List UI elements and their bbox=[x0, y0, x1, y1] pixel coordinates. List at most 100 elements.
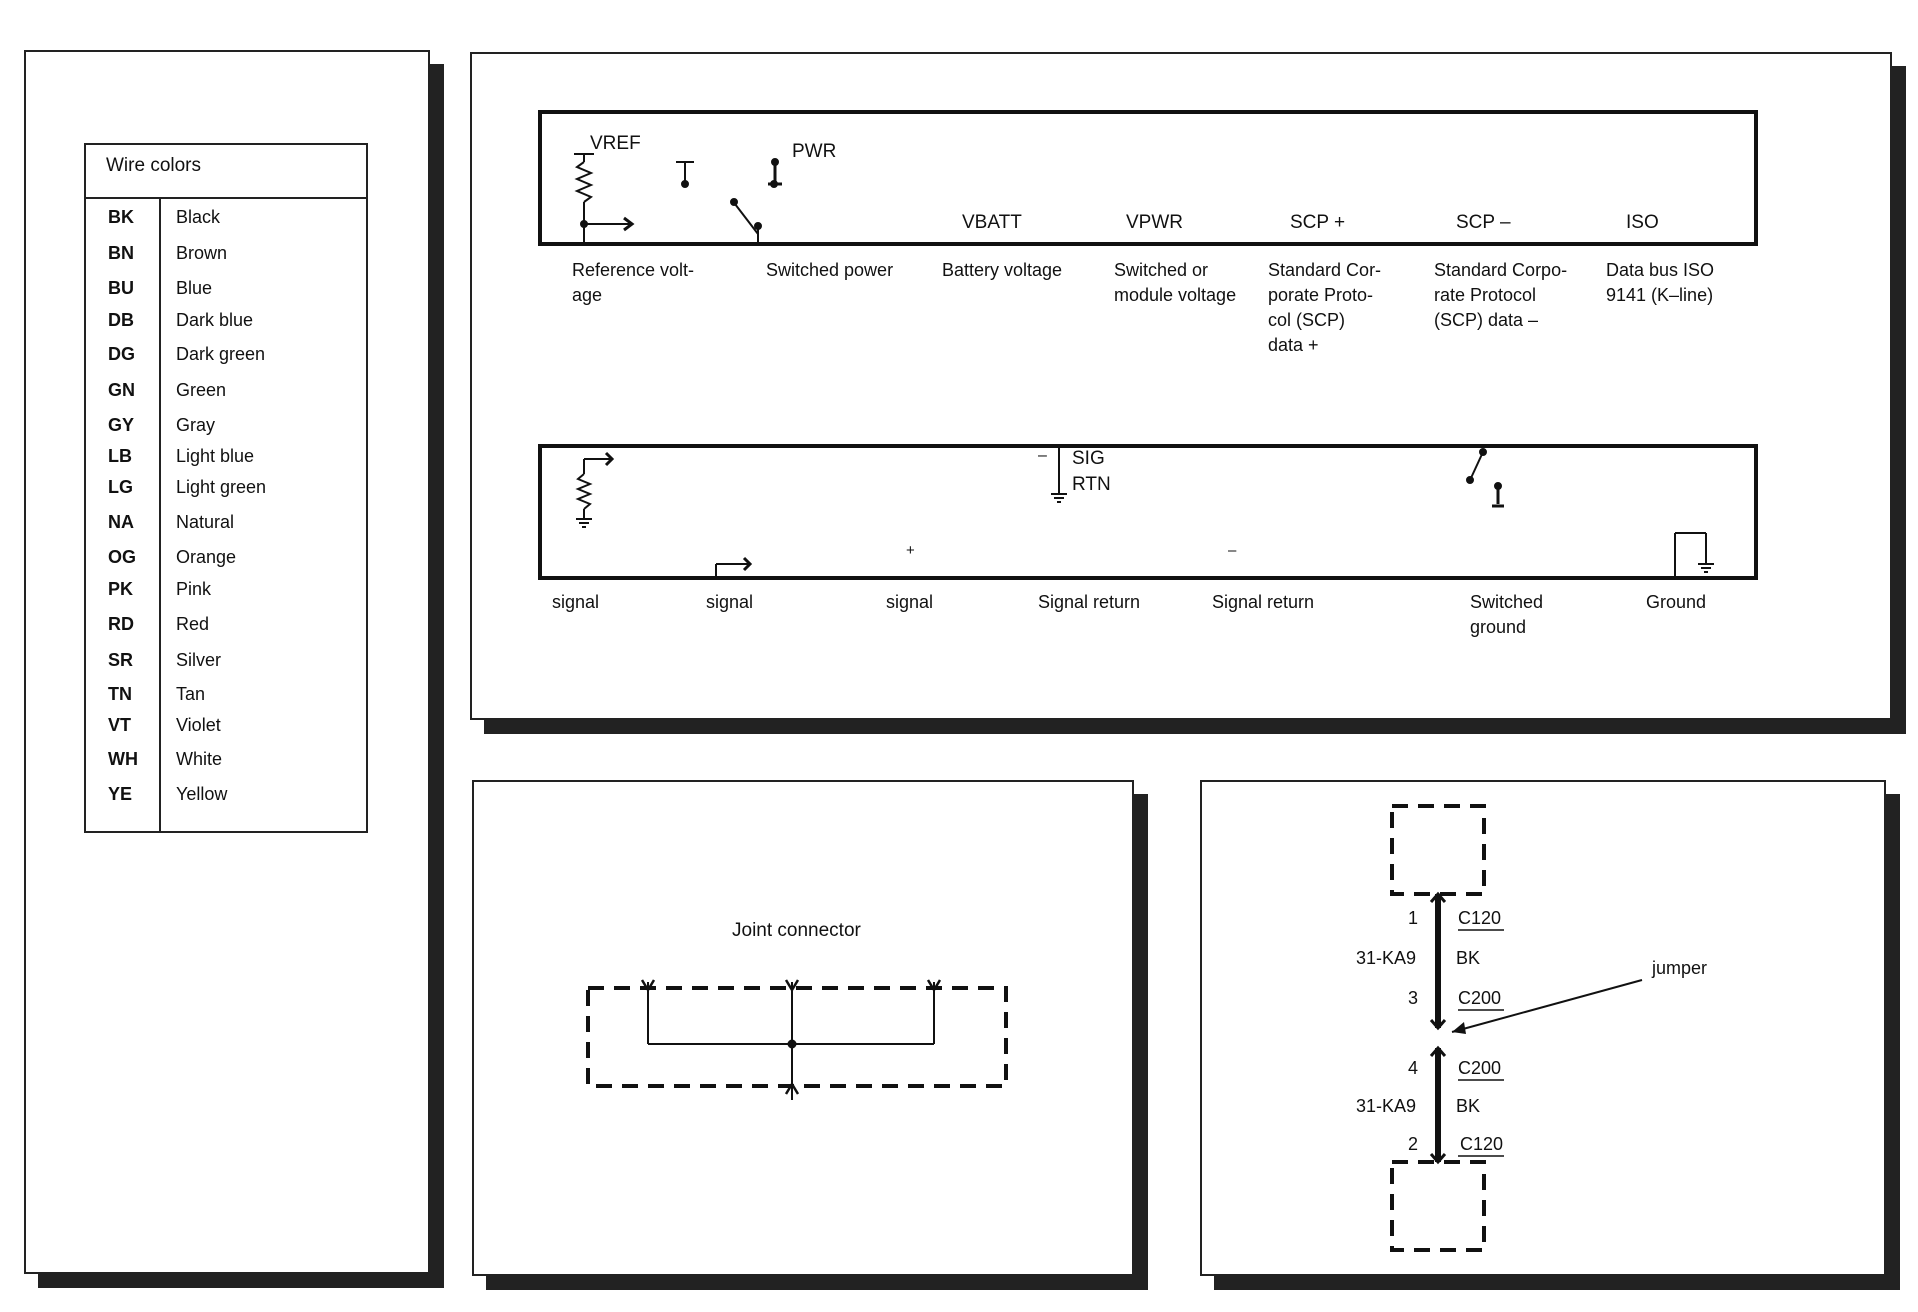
scp-minus-label: SCP – bbox=[1456, 212, 1511, 233]
jumper-panel: 1 C120 31-KA9 BK 3 C200 jumper 4 C200 31… bbox=[1200, 780, 1886, 1276]
wire-color-name: Tan bbox=[176, 684, 206, 704]
pin-1-label: 1 bbox=[1408, 908, 1419, 928]
bottom-component-outline bbox=[1390, 1160, 1486, 1252]
symbols-panel: VREF PWR VBATT VPWR SCP + SCP – ISO Refe… bbox=[470, 52, 1892, 720]
rtn-label: RTN bbox=[1072, 474, 1111, 495]
plus-mark: + bbox=[906, 542, 915, 559]
wire-color-row: WH White bbox=[86, 749, 366, 779]
top-module-outline bbox=[538, 110, 1758, 246]
caption-signal-return-2: Signal return bbox=[1212, 592, 1315, 612]
wire-color-name: Dark green bbox=[176, 344, 266, 364]
wire-colors-divider bbox=[159, 197, 161, 831]
minus-mark: – bbox=[1228, 542, 1237, 559]
vref-resistor-icon bbox=[574, 153, 635, 244]
wire-color-row: SR Silver bbox=[86, 650, 366, 680]
wire-color-name: Red bbox=[176, 614, 210, 634]
connector-c200-bottom: C200 bbox=[1458, 1058, 1502, 1078]
wire-color-name: Light green bbox=[176, 477, 267, 497]
wire-color-code: BN bbox=[108, 243, 134, 263]
caption-signal-1: signal bbox=[552, 592, 600, 612]
jumper-pointer-line bbox=[1451, 979, 1643, 1033]
caption-battery-voltage: Battery voltage bbox=[942, 260, 1063, 280]
symbols-drawing bbox=[538, 110, 1758, 580]
sig-rtn-icon bbox=[1051, 446, 1067, 503]
wire-color-code: OG bbox=[108, 547, 137, 567]
jumper-label: jumper bbox=[1652, 958, 1708, 978]
caption-switched-power: Switched power bbox=[766, 260, 894, 280]
pin-3-label: 3 bbox=[1408, 988, 1419, 1008]
wire-color-name: Light blue bbox=[176, 446, 255, 466]
pin-2-label: 2 bbox=[1408, 1134, 1419, 1154]
signal-resistor-ground-icon bbox=[575, 451, 615, 528]
top-component-outline bbox=[1390, 804, 1486, 896]
caption-iso-data-bus: Data bus ISO 9141 (K–line) bbox=[1606, 260, 1715, 305]
joint-connector-outline bbox=[586, 986, 1008, 1088]
wire-color-code: GY bbox=[108, 415, 135, 435]
connector-pin-icons bbox=[640, 979, 942, 1095]
wire-color-name: Blue bbox=[176, 278, 213, 298]
wire-color-code: LG bbox=[108, 477, 133, 497]
pwr-switch-icon bbox=[676, 158, 782, 244]
ground-icon bbox=[1674, 532, 1714, 578]
wire-color-name: Brown bbox=[176, 243, 228, 263]
sig-minus-mark: – bbox=[1038, 447, 1047, 464]
wire-color-code: NA bbox=[108, 512, 134, 532]
pin-4-label: 4 bbox=[1408, 1058, 1419, 1078]
wire-color-name: Green bbox=[176, 380, 227, 400]
wire-color-row: BU Blue bbox=[86, 278, 366, 308]
caption-ground: Ground bbox=[1646, 592, 1707, 612]
jumper-drawing bbox=[1390, 804, 1643, 1252]
connector-c120-bottom: C120 bbox=[1460, 1134, 1504, 1154]
circuit-bottom-label: 31-KA9 bbox=[1356, 1096, 1417, 1116]
wire-color-code: PK bbox=[108, 579, 134, 599]
connector-underlines bbox=[1458, 929, 1504, 1157]
caption-signal-return-1: Signal return bbox=[1038, 592, 1141, 612]
wire-color-name: Dark blue bbox=[176, 310, 254, 330]
caption-switched-ground: Switched ground bbox=[1470, 592, 1544, 637]
jumper-pin-icons bbox=[1429, 891, 1447, 1165]
wire-colors-title: Wire colors bbox=[106, 155, 202, 176]
caption-signal-3: signal bbox=[886, 592, 934, 612]
jumper-arrow-icon bbox=[1452, 1022, 1466, 1034]
wire-color-code: LB bbox=[108, 446, 132, 466]
wire-color-code: VT bbox=[108, 715, 132, 735]
wire-color-code: BU bbox=[108, 278, 134, 298]
wire-color-code: DG bbox=[108, 344, 135, 364]
wire-color-code: YE bbox=[108, 784, 133, 804]
scp-plus-label: SCP + bbox=[1290, 212, 1346, 233]
wire-color-row: OG Orange bbox=[86, 547, 366, 577]
wire-color-name: Orange bbox=[176, 547, 237, 567]
switched-ground-icon bbox=[1466, 448, 1504, 508]
wire-color-name: Silver bbox=[176, 650, 222, 670]
wire-color-row: GY Gray bbox=[86, 415, 366, 445]
wire-color-row: LG Light green bbox=[86, 477, 366, 507]
wire-color-name: Gray bbox=[176, 415, 216, 435]
vpwr-label: VPWR bbox=[1126, 212, 1183, 233]
wire-color-code: SR bbox=[108, 650, 134, 670]
caption-signal-2: signal bbox=[706, 592, 754, 612]
wire-colors-header: Wire colors bbox=[86, 145, 366, 199]
wire-color-name: White bbox=[176, 749, 223, 769]
wire-color-row: BN Brown bbox=[86, 243, 366, 273]
vref-label: VREF bbox=[590, 133, 641, 154]
wire-color-row: DG Dark green bbox=[86, 344, 366, 374]
wire-color-name: Black bbox=[176, 207, 221, 227]
caption-scp-data-plus: Standard Cor- porate Proto- col (SCP) da… bbox=[1268, 260, 1382, 355]
wire-color-code: WH bbox=[108, 749, 138, 769]
joint-connector-title: Joint connector bbox=[732, 920, 861, 941]
sig-label: SIG bbox=[1072, 448, 1105, 469]
vbatt-label: VBATT bbox=[962, 212, 1022, 233]
color-top-label: BK bbox=[1456, 948, 1481, 968]
color-bottom-label: BK bbox=[1456, 1096, 1481, 1116]
circuit-top-label: 31-KA9 bbox=[1356, 948, 1417, 968]
connector-c200-top: C200 bbox=[1458, 988, 1502, 1008]
